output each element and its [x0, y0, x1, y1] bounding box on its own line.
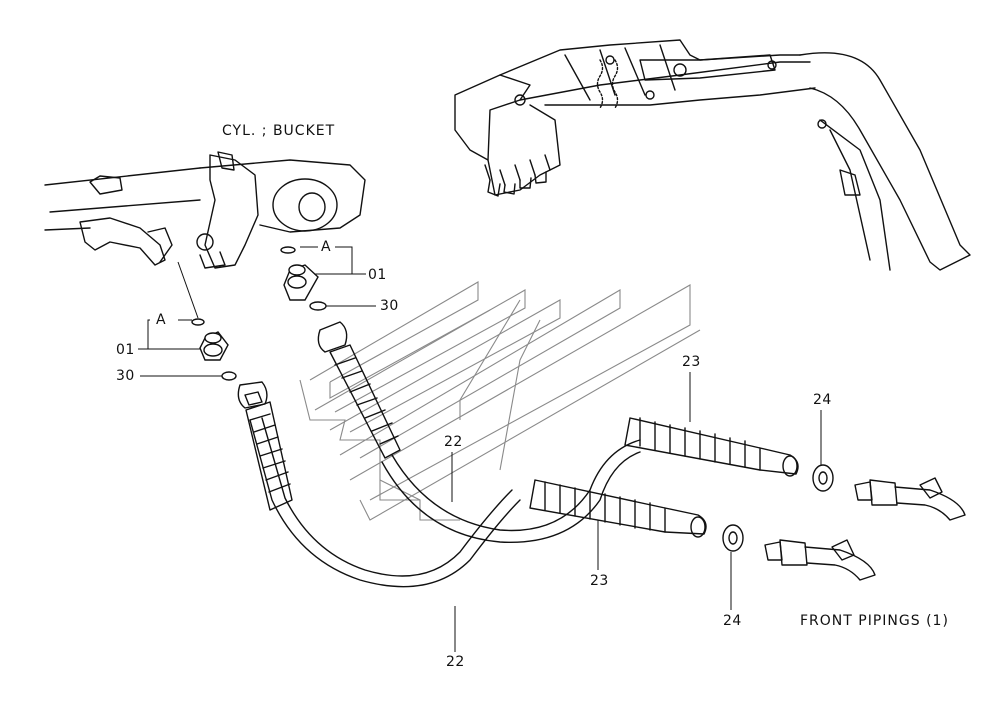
- washer-24-lower: [722, 524, 744, 552]
- callout-24-lower: 24: [723, 613, 742, 629]
- hose-23-lower: [529, 479, 707, 538]
- callout-01-top: 01: [368, 267, 387, 283]
- callout-a-left: A: [156, 312, 167, 328]
- callout-24-upper: 24: [813, 392, 832, 408]
- callout-22-lower: 22: [446, 654, 465, 670]
- pipe-end-lower: [764, 539, 876, 581]
- cylinder-bucket-caption: CYL. ; BUCKET: [222, 123, 336, 139]
- excavator-arm-illustration: [454, 39, 971, 271]
- callout-a-top: A: [321, 239, 332, 255]
- front-pipings-caption: FRONT PIPINGS (1): [800, 613, 949, 629]
- pipe-end-upper: [854, 477, 966, 521]
- watermark-logo: [299, 281, 701, 521]
- callout-30-left: 30: [116, 368, 135, 384]
- callout-30-top: 30: [380, 298, 399, 314]
- washer-24-upper: [812, 464, 834, 492]
- leader-lines: [138, 246, 822, 652]
- fitting-01-top: [280, 246, 327, 311]
- callout-23-lower: 23: [590, 573, 609, 589]
- fitting-01-left: [191, 318, 237, 381]
- hose-23-upper: [624, 417, 799, 477]
- hose-22: [237, 321, 641, 588]
- bucket-cylinder-illustration: [44, 151, 366, 269]
- callout-23-upper: 23: [682, 354, 701, 370]
- callout-22-upper: 22: [444, 434, 463, 450]
- callout-01-left: 01: [116, 342, 135, 358]
